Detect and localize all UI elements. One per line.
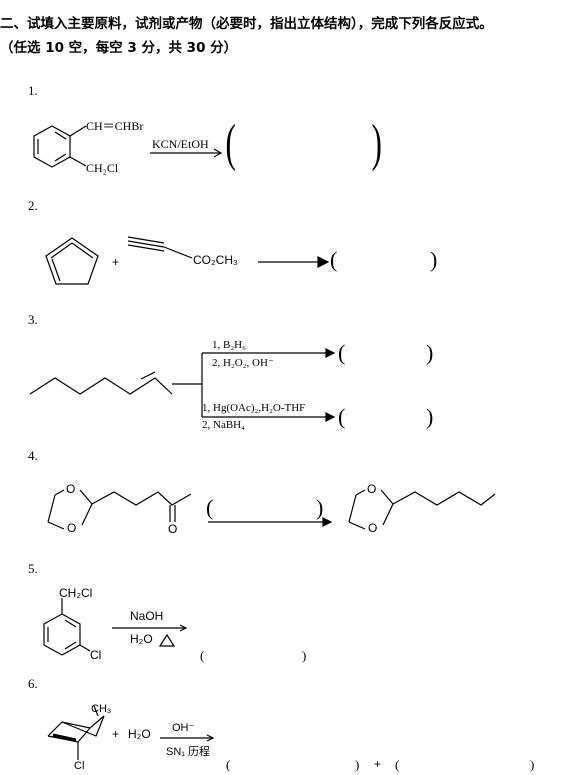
p5-arrow xyxy=(112,624,188,647)
problem-3-number: 3. xyxy=(28,312,38,327)
p2-ester-label: CO₂CH₃ xyxy=(193,253,238,267)
p1-vinyl-bromide-label: CH＝CHBr xyxy=(86,119,144,133)
p4-arrow xyxy=(208,517,333,527)
p6-water: H₂O xyxy=(128,727,151,741)
p3-upper-answer-close: ) xyxy=(426,340,434,365)
p2-answer-close: ) xyxy=(430,247,438,272)
p6-reagent-top: OH⁻ xyxy=(172,722,195,734)
problem-2-number: 2. xyxy=(28,198,38,213)
p1-answer-close: ) xyxy=(371,115,382,172)
p4-right-o-top: O xyxy=(367,482,377,496)
p4-right-o-bottom: O xyxy=(368,521,378,535)
p2-plus: + xyxy=(112,255,120,269)
p4-product xyxy=(348,489,496,530)
p4-reactant xyxy=(47,489,192,530)
problem-6-number: 6. xyxy=(28,676,38,691)
p5-answer-close: ) xyxy=(302,648,307,663)
section-title: 二、试填入主要原料，试剂或产物（必要时，指出立体结构），完成下列各反应式。 xyxy=(0,16,493,32)
p4-answer-close: ) xyxy=(316,495,324,520)
problem-1-number: 1. xyxy=(28,83,38,98)
p6-plus-2: + xyxy=(374,757,382,771)
p1-benzene-ring xyxy=(33,125,87,168)
p6-chloro-label: Cl xyxy=(74,760,85,772)
p3-lower-answer-close: ) xyxy=(426,404,434,429)
p6-answer2-open: ( xyxy=(395,757,400,772)
problem-5-number: 5. xyxy=(28,561,38,576)
p5-benzene-ring xyxy=(43,598,91,656)
p1-arrow xyxy=(150,148,223,158)
p6-methyl-label: CH₃ xyxy=(91,703,112,715)
p2-alkyne xyxy=(127,236,193,259)
p6-plus: + xyxy=(112,727,120,741)
p1-chloromethyl-label: CH₂Cl xyxy=(86,161,119,175)
section-subtitle: （任选 10 空，每空 3 分，共 30 分） xyxy=(0,40,238,56)
p4-left-o-bottom: O xyxy=(67,521,77,535)
p2-cyclopentadiene xyxy=(45,237,99,285)
p3-upper-reagent-1: 1, B₂H₆ xyxy=(212,339,246,351)
p6-arrow xyxy=(160,734,215,742)
p5-reagent-bottom: H₂O xyxy=(130,632,153,646)
p1-reagent: KCN/EtOH xyxy=(152,137,209,151)
p3-upper-answer-open: ( xyxy=(338,340,346,365)
p3-branch-arrows xyxy=(172,348,336,422)
p5-answer-open: ( xyxy=(200,648,205,663)
p3-lower-answer-open: ( xyxy=(338,404,346,429)
p6-answer1-open: ( xyxy=(226,757,231,772)
p1-answer-open: ( xyxy=(225,115,236,172)
p5-chloro-label: Cl xyxy=(90,648,102,662)
p3-hexene xyxy=(29,371,173,395)
p6-reagent-bottom: SN₁ 历程 xyxy=(166,746,211,758)
p5-reagent-top: NaOH xyxy=(130,609,164,623)
p4-answer-open: ( xyxy=(206,495,214,520)
p3-lower-reagent-2: 2, NaBH₄ xyxy=(202,419,245,431)
p6-answer2-close: ) xyxy=(530,757,535,772)
p2-arrow xyxy=(258,256,330,268)
p6-answer1-close: ) xyxy=(355,757,360,772)
p2-answer-open: ( xyxy=(330,247,338,272)
p4-ketone-o: O xyxy=(168,522,178,536)
p6-chair xyxy=(47,705,105,760)
p4-left-o-top: O xyxy=(66,482,76,496)
p3-lower-reagent-1: 1, Hg(OAc)₂,H₂O-THF xyxy=(202,402,306,414)
p3-upper-reagent-2: 2, H₂O₂, OH⁻ xyxy=(212,357,274,369)
p5-chloromethyl-label: CH₂Cl xyxy=(59,586,93,600)
problem-4-number: 4. xyxy=(28,448,38,463)
